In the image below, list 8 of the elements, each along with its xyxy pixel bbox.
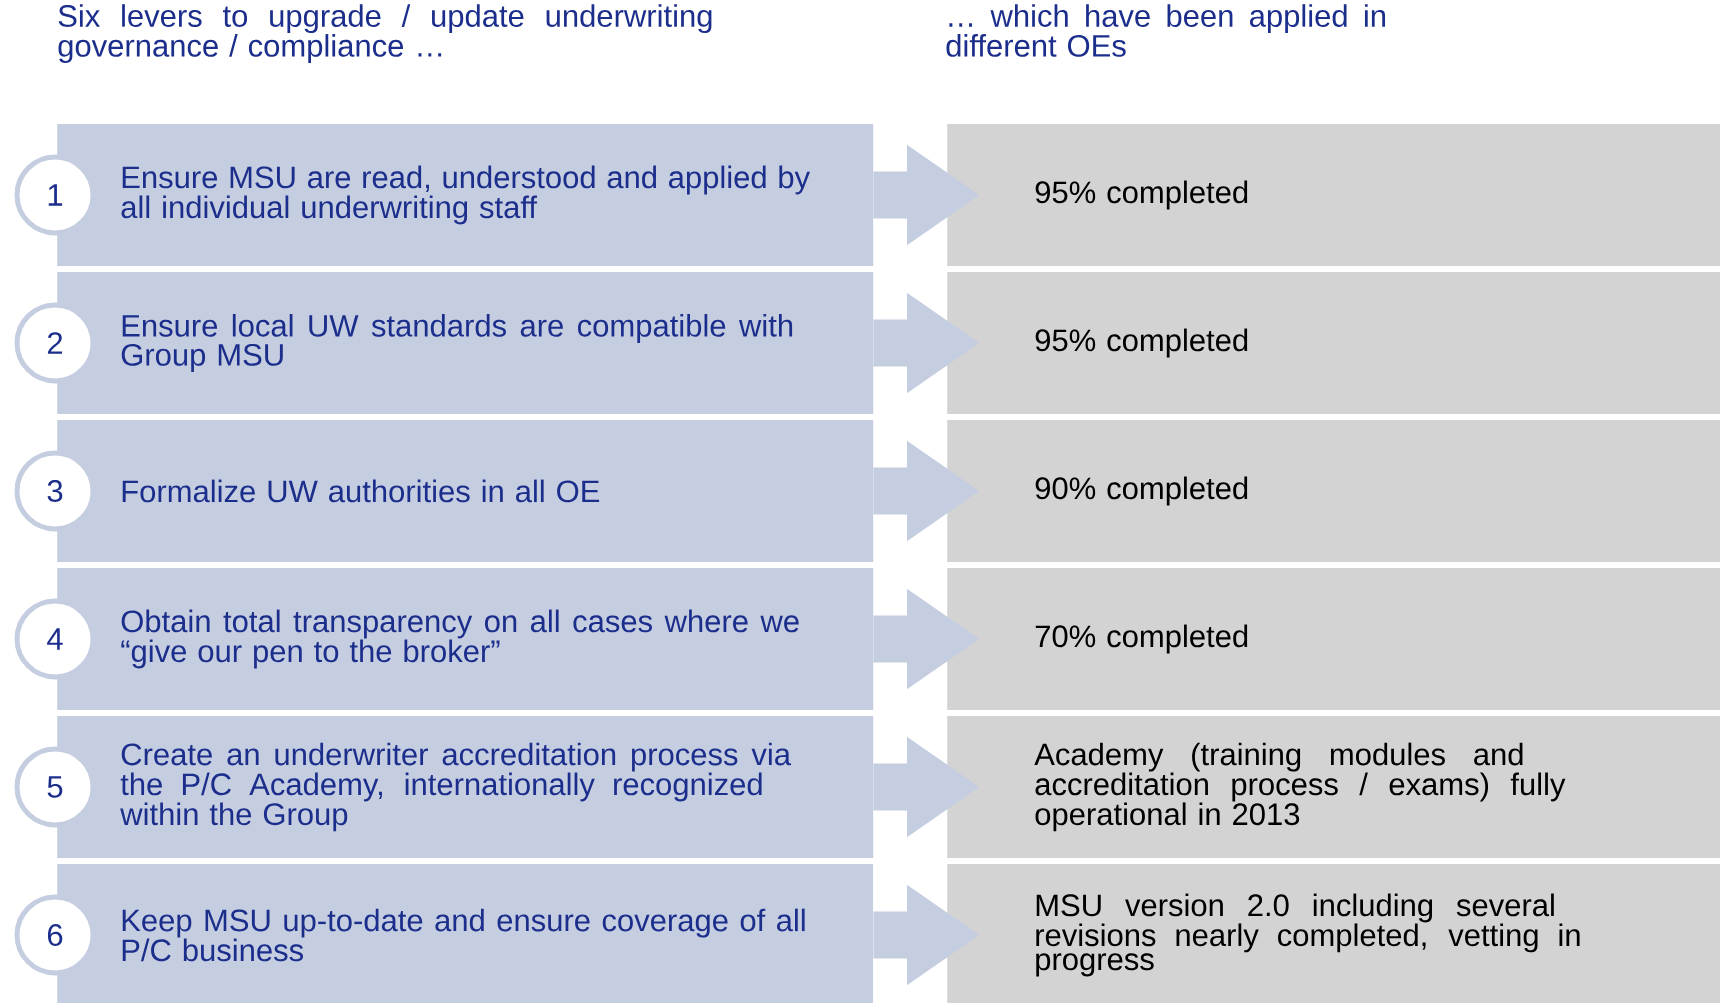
status-box: Academy (training modules and accreditation process / exams) fully operational in 2013 xyxy=(947,716,1720,858)
status-box: 95% completed xyxy=(947,272,1720,414)
status-box: MSU version 2.0 including several revisions nearly completed, vetting in progress xyxy=(947,864,1720,1003)
status-box: 90% completed xyxy=(947,420,1720,562)
heading: … which have been applied in different OEs xyxy=(946,4,1385,57)
status-box: 95% completed xyxy=(947,124,1720,266)
heading: Six levers to upgrade / update underwriting governance / compliance … xyxy=(58,4,712,63)
status-box: 70% completed xyxy=(947,568,1720,710)
